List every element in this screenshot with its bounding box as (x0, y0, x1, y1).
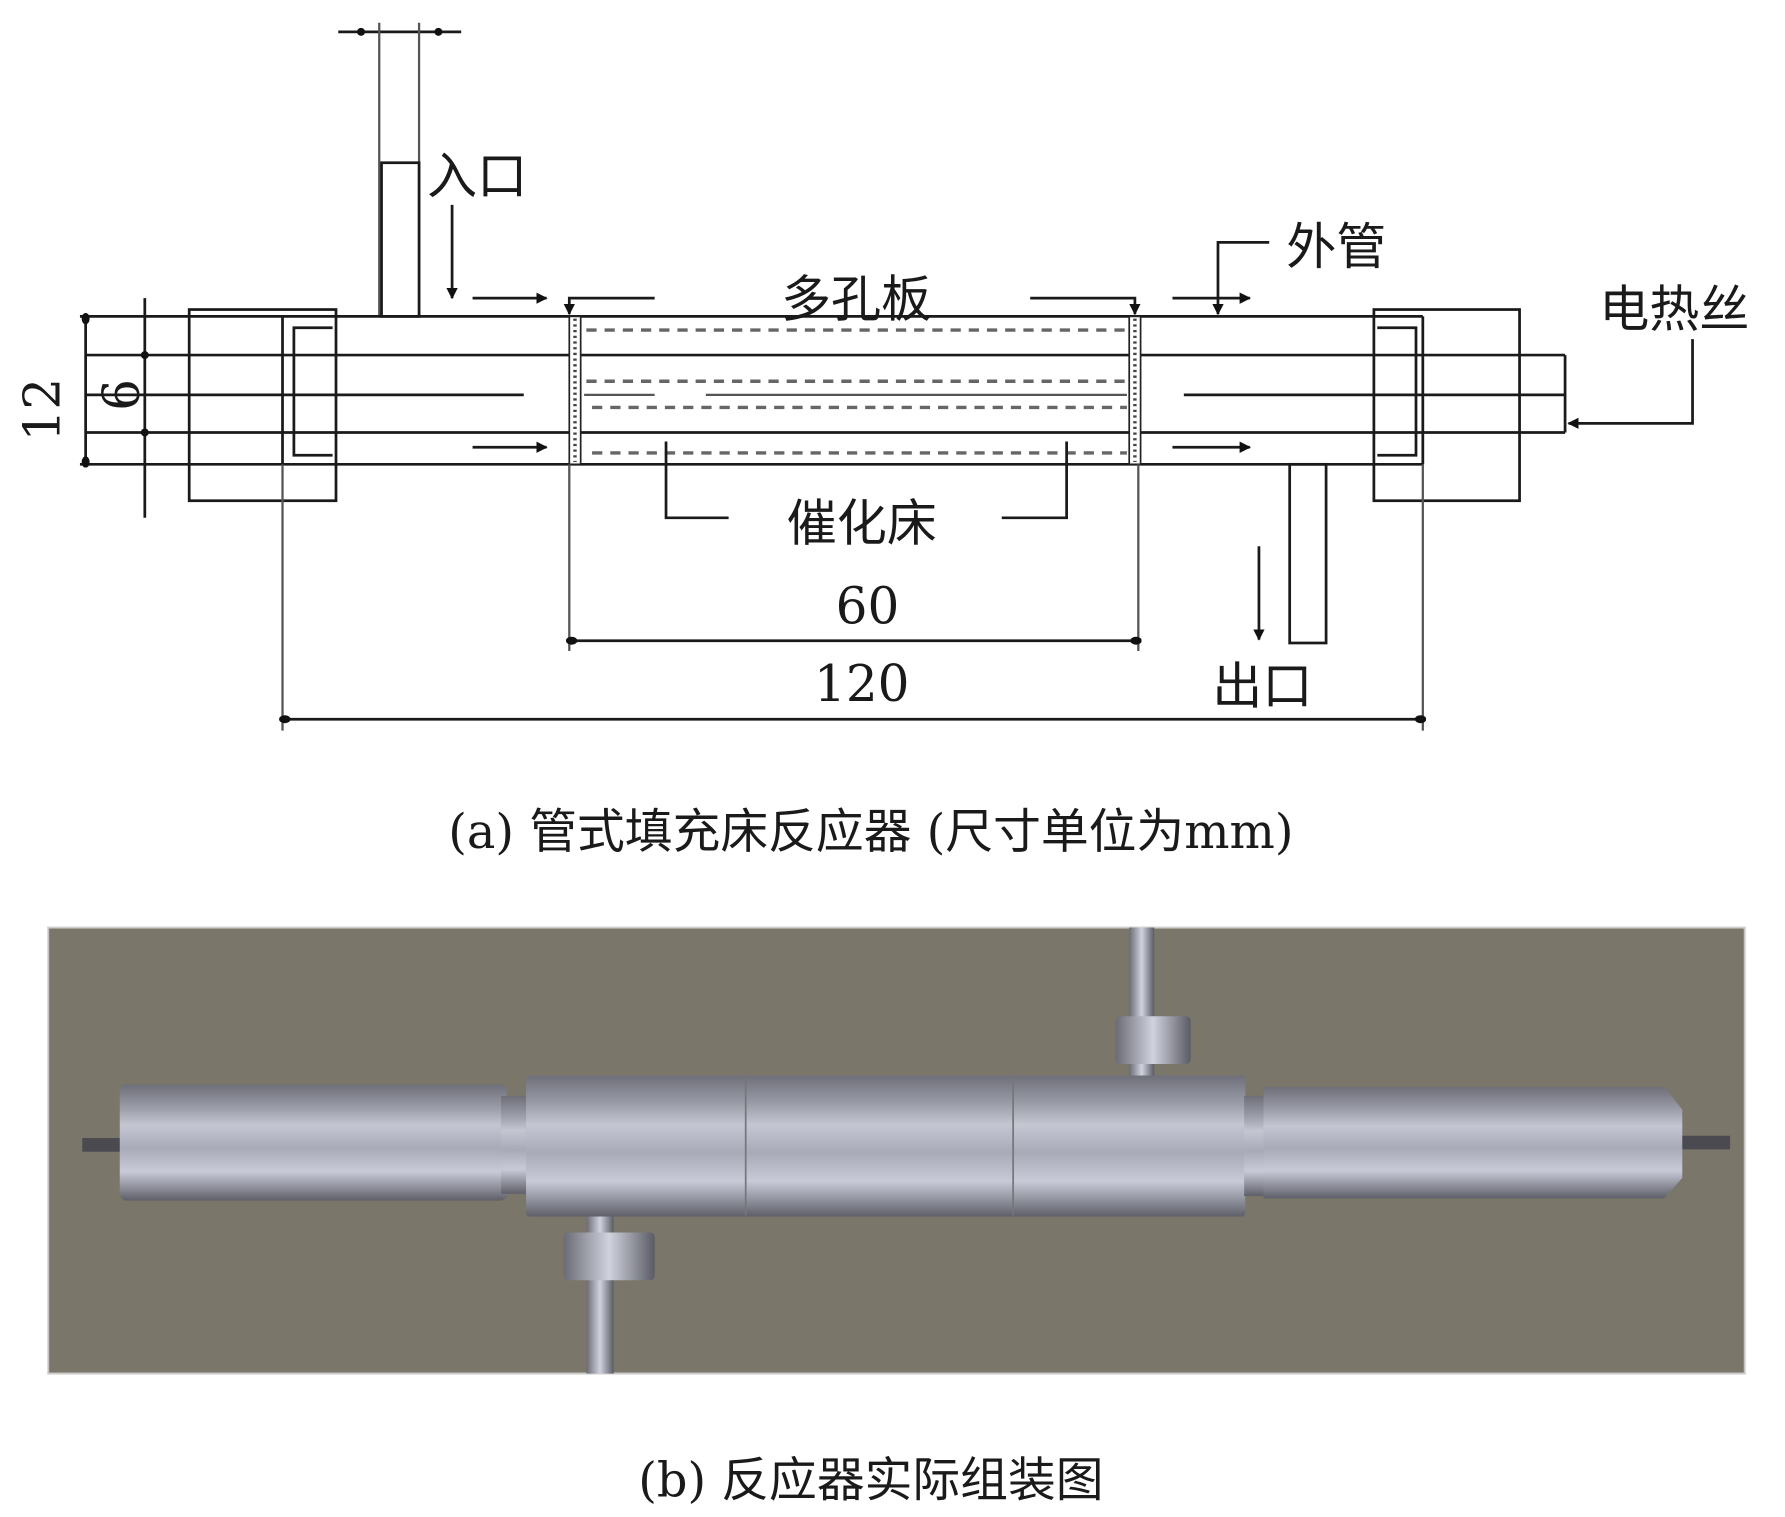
outlet-label: 出口 (1212, 657, 1312, 715)
dimension-total-length: 120 (279, 464, 1427, 731)
caption-b: (b) 反应器实际组装图 (638, 1454, 1103, 1509)
outer-tube-leader (1212, 241, 1270, 316)
heating-wire-label: 电热丝 (1599, 281, 1749, 339)
reactor-schematic: 入口 (13, 22, 1749, 731)
right-inner-seal (1377, 326, 1418, 457)
porous-plate-leader-right (1030, 296, 1141, 316)
inlet-pipe (338, 22, 462, 318)
bed-length-value: 60 (836, 578, 900, 636)
catalyst-leader-left (664, 441, 729, 520)
catalyst-bed (584, 328, 1127, 455)
inner-diameter-value: 6 (93, 379, 151, 411)
flow-arrows (472, 292, 1251, 453)
catalyst-leader-right (1001, 441, 1068, 520)
reactor-photo (46, 926, 1747, 1375)
right-end-cap (1372, 308, 1521, 503)
outer-tube (79, 315, 1425, 466)
porous-plate-label: 多孔板 (781, 270, 931, 328)
porous-plate-left (568, 315, 582, 466)
outer-diameter-value: 12 (13, 378, 71, 442)
heating-wire-leader (1567, 339, 1694, 430)
dimension-bed-length: 60 (565, 464, 1142, 651)
inlet-label: 入口 (427, 147, 527, 205)
catalyst-bed-label: 催化床 (787, 495, 937, 553)
porous-plate-leader-left (563, 296, 655, 316)
left-inner-seal (292, 326, 333, 457)
outer-tube-label: 外管 (1286, 218, 1386, 276)
dimension-inner-diameter: 6 (93, 298, 151, 518)
dimension-outer-diameter: 12 (13, 312, 90, 468)
total-length-value: 120 (814, 655, 910, 713)
porous-plate-right (1128, 315, 1142, 466)
caption-a: (a) 管式填充床反应器 (尺寸单位为mm) (448, 805, 1293, 860)
left-end-cap (187, 308, 338, 503)
outlet-pipe (1288, 462, 1328, 645)
inner-tube (85, 353, 1567, 434)
